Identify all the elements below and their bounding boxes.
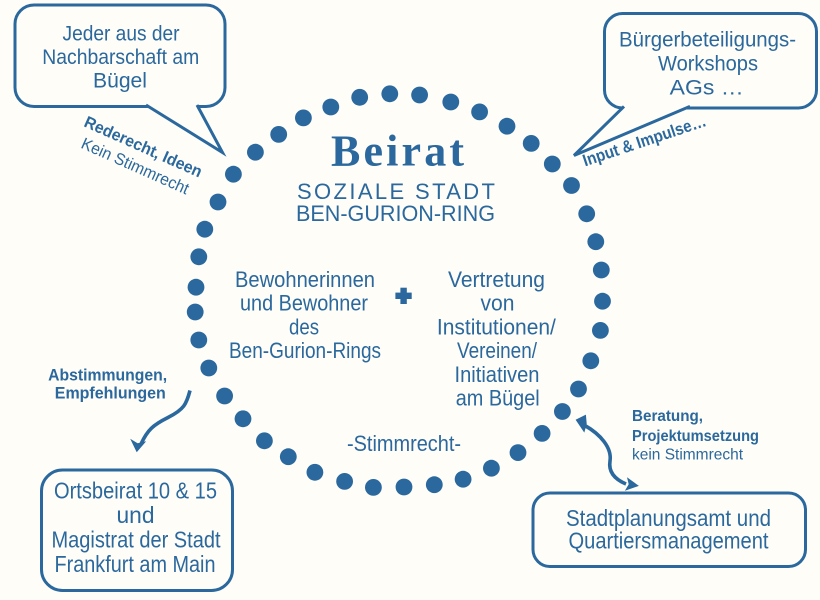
svg-text:Jeder aus der: Jeder aus der bbox=[63, 23, 180, 46]
svg-text:Initiativen: Initiativen bbox=[455, 362, 540, 387]
svg-text:Empfehlungen: Empfehlungen bbox=[55, 384, 166, 402]
svg-text:des: des bbox=[289, 314, 319, 339]
svg-text:Bürgerbeteiligungs-: Bürgerbeteiligungs- bbox=[619, 29, 796, 52]
svg-text:von: von bbox=[481, 291, 515, 316]
svg-text:Abstimmungen,: Abstimmungen, bbox=[48, 367, 167, 385]
svg-text:Beirat: Beirat bbox=[331, 127, 464, 176]
svg-text:AGs …: AGs … bbox=[670, 77, 744, 100]
svg-text:Projektumsetzung: Projektumsetzung bbox=[632, 428, 759, 445]
svg-text:Workshops: Workshops bbox=[658, 53, 758, 76]
svg-text:Magistrat der Stadt: Magistrat der Stadt bbox=[52, 527, 222, 553]
svg-text:Bewohnerinnen: Bewohnerinnen bbox=[235, 267, 375, 292]
svg-text:BEN-GURION-RING: BEN-GURION-RING bbox=[296, 201, 495, 226]
svg-text:Institutionen/: Institutionen/ bbox=[437, 314, 557, 339]
svg-text:Vertretung: Vertretung bbox=[448, 267, 545, 292]
svg-text:kein Stimmrecht: kein Stimmrecht bbox=[632, 446, 744, 463]
svg-text:Ben-Gurion-Rings: Ben-Gurion-Rings bbox=[229, 338, 381, 363]
svg-text:Quartiersmanagement: Quartiersmanagement bbox=[569, 528, 769, 554]
svg-text:Stadtplanungsamt und: Stadtplanungsamt und bbox=[566, 505, 771, 531]
svg-text:Beratung,: Beratung, bbox=[632, 408, 703, 425]
svg-text:und: und bbox=[117, 502, 155, 528]
svg-text:-Stimmrecht-: -Stimmrecht- bbox=[347, 431, 461, 456]
svg-text:Vereinen/: Vereinen/ bbox=[457, 338, 538, 363]
svg-text:Nachbarschaft am: Nachbarschaft am bbox=[42, 46, 199, 69]
svg-text:Frankfurt am Main: Frankfurt am Main bbox=[55, 551, 216, 577]
svg-text:Bügel: Bügel bbox=[93, 70, 147, 93]
svg-text:und Bewohner: und Bewohner bbox=[240, 291, 368, 316]
svg-text:am Bügel: am Bügel bbox=[456, 386, 540, 411]
svg-text:Ortsbeirat 10 & 15: Ortsbeirat 10 & 15 bbox=[54, 478, 217, 504]
